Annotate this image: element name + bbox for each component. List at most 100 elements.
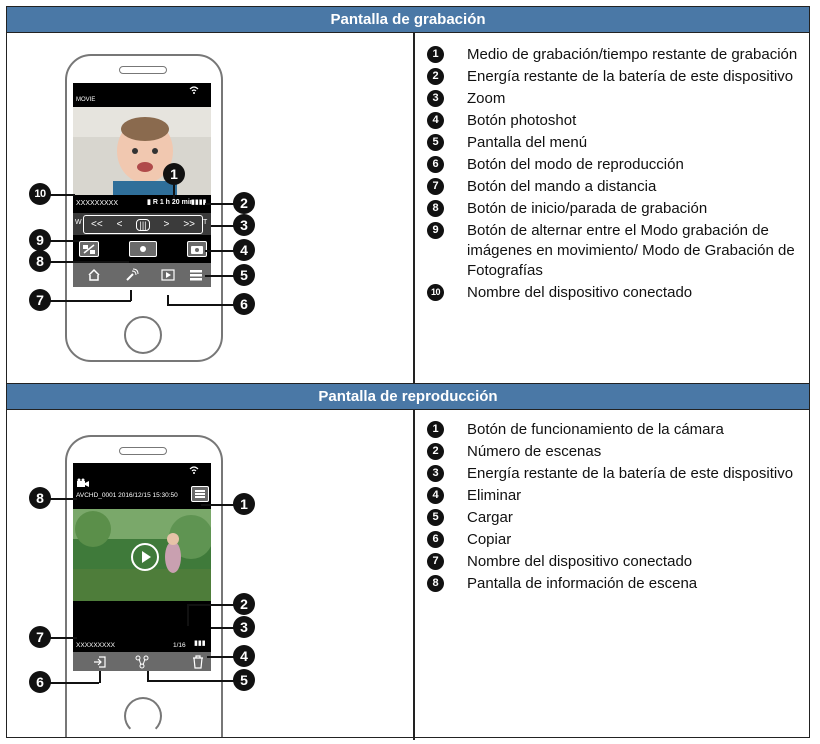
leader-p6b (99, 671, 101, 683)
device-name: XXXXXXXXX (76, 200, 119, 207)
leader-p5b (147, 680, 237, 682)
photoshot-button[interactable] (187, 241, 207, 257)
leader-9 (49, 240, 79, 242)
zoom-fast-tele[interactable]: >> (183, 219, 195, 230)
leader-p7 (49, 637, 77, 639)
mode-switch-icon (83, 244, 95, 254)
remote-icon[interactable] (125, 268, 139, 282)
leader-p5a (147, 671, 149, 681)
bottom-nav (73, 263, 211, 287)
zoom-t-label: T (203, 219, 208, 226)
leader-p1 (201, 504, 241, 506)
leader-5 (205, 275, 235, 277)
leader-p2b (187, 604, 237, 606)
device-name: XXXXXXXXX (76, 642, 116, 649)
remaining-time: ▮ R 1 h 20 min (147, 198, 194, 206)
leader-6a (167, 295, 169, 305)
callout-7: 7 (29, 289, 51, 311)
playback-screen: AVCHD_0001 2016/12/15 15:30:50 1/16 ▮▮▮ … (73, 463, 211, 671)
bottom-nav (73, 652, 211, 671)
scene-info: AVCHD_0001 2016/12/15 15:30:50 (76, 492, 178, 499)
leader-4 (205, 250, 235, 252)
callout-p7: 7 (29, 626, 51, 648)
callout-p8: 8 (29, 487, 51, 509)
leader-8 (49, 261, 129, 263)
callout-3: 3 (233, 214, 255, 236)
callout-p5: 5 (233, 669, 255, 691)
callout-p2: 2 (233, 593, 255, 615)
leader-1 (173, 185, 175, 199)
callout-1: 1 (163, 163, 185, 185)
play-button[interactable] (131, 543, 159, 571)
zoom-wide[interactable]: < (116, 219, 123, 230)
battery-icon: ▮▮▮▮ (191, 199, 207, 206)
callout-10: 10 (29, 183, 51, 205)
play-mode-icon[interactable] (161, 268, 175, 282)
callout-2: 2 (233, 192, 255, 214)
record-icon (140, 246, 146, 252)
home-hardware-button (124, 316, 162, 354)
leader-p3 (211, 627, 237, 629)
menu-icon[interactable] (189, 268, 203, 282)
camera-operation-button[interactable] (191, 486, 209, 502)
callout-p6: 6 (29, 671, 51, 693)
zoom-keys: << < ||| > >> (83, 215, 203, 234)
movie-camera-icon (77, 478, 89, 487)
trash-icon[interactable] (191, 655, 205, 669)
zoom-handle[interactable]: ||| (136, 218, 150, 231)
home-icon[interactable] (87, 268, 101, 282)
reference-table: Pantalla de grabación MOVIE XXXXXXXXX ▮ … (6, 6, 810, 740)
record-button[interactable] (129, 241, 157, 257)
playback-header: Pantalla de reproducción (7, 384, 809, 410)
leader-10 (49, 194, 75, 196)
copy-icon[interactable] (93, 655, 107, 669)
callout-6: 6 (233, 293, 255, 315)
remaining-text: R 1 h 20 min (152, 199, 195, 206)
callout-9: 9 (29, 229, 51, 251)
speaker-slot (119, 66, 167, 74)
menu-icon (195, 490, 205, 498)
leader-7b (130, 290, 132, 301)
leader-2 (205, 203, 241, 205)
mode-switch-button[interactable] (79, 241, 99, 257)
zoom-bar: W << < ||| > >> T (73, 213, 211, 235)
leader-3 (211, 225, 239, 227)
section-divider (7, 383, 809, 385)
recording-header: Pantalla de grabación (7, 7, 809, 33)
leader-p4 (207, 656, 237, 658)
zoom-tele[interactable]: > (163, 219, 170, 230)
callout-p1: 1 (233, 493, 255, 515)
callout-8: 8 (29, 250, 51, 272)
upload-icon[interactable] (135, 655, 149, 669)
camera-icon (191, 246, 203, 254)
preview-image (73, 107, 211, 195)
sd-card-icon: ▮ (147, 199, 151, 206)
leader-7a (49, 300, 131, 302)
leader-p6a (49, 682, 99, 684)
zoom-w-label: W (75, 219, 82, 226)
callout-p3: 3 (233, 616, 255, 638)
wifi-icon (189, 86, 199, 94)
mode-badge: MOVIE (76, 97, 96, 103)
speaker-slot (119, 447, 167, 455)
battery-icon: ▮▮▮ (194, 640, 206, 647)
callout-4: 4 (233, 239, 255, 261)
zoom-fast-wide[interactable]: << (90, 219, 103, 230)
column-divider (413, 410, 415, 740)
